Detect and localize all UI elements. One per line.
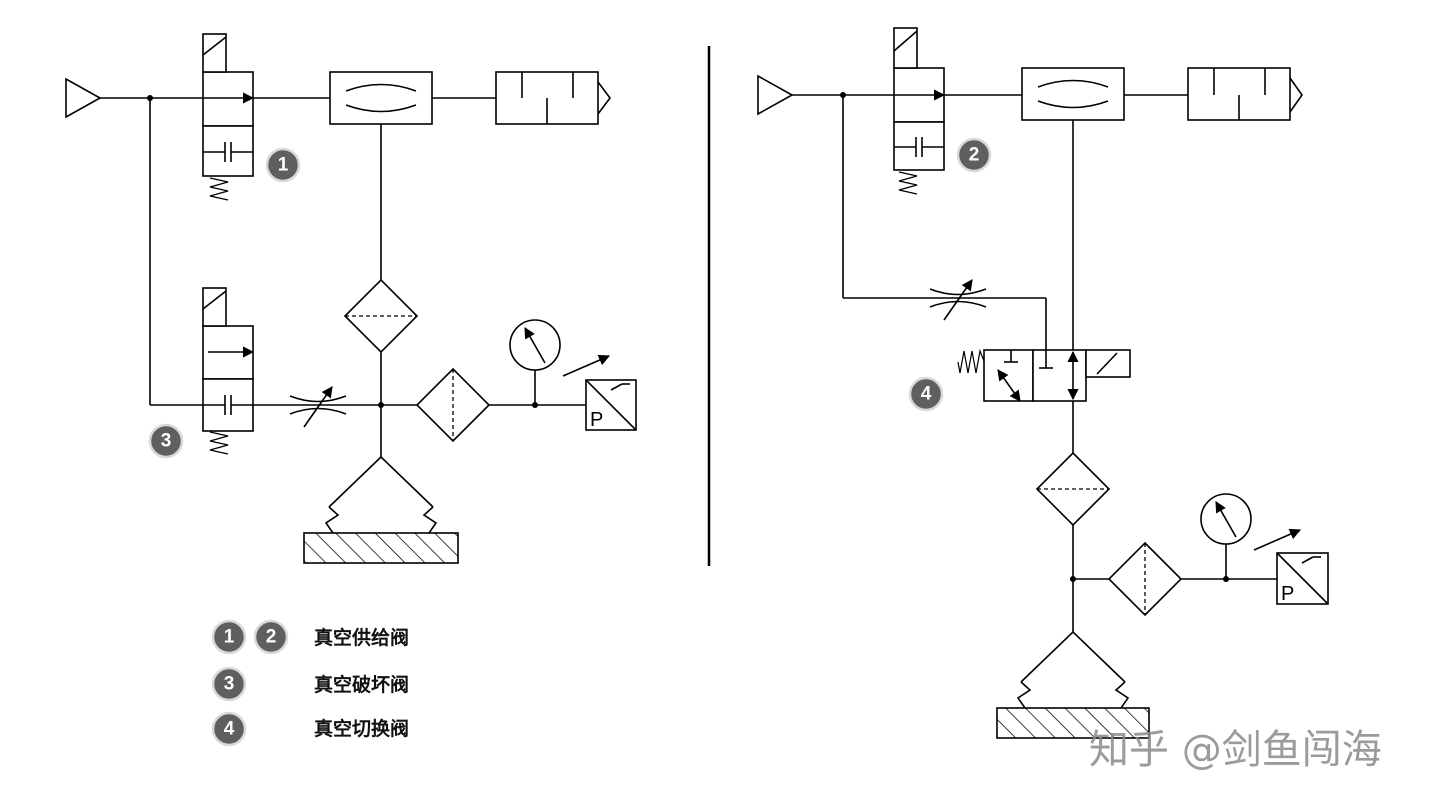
right-vacuum-source [757, 74, 794, 116]
right-vacuum-gauge [1200, 493, 1252, 545]
legend-label-switch: 真空切换阀 [314, 717, 409, 740]
left-ejector [329, 71, 433, 125]
left-filter-horizontal [415, 367, 491, 443]
right-silencer [1187, 67, 1303, 121]
left-suction-cup [324, 455, 438, 534]
legend: 1 2 真空供给阀 3 真空破坏阀 4 真空切换阀 [211, 619, 409, 747]
right-filter-horizontal [1107, 541, 1183, 617]
legend-row-supply: 1 2 真空供给阀 [211, 619, 409, 655]
svg-text:3: 3 [224, 674, 235, 695]
right-ejector [1021, 67, 1125, 121]
legend-label-supply: 真空供给阀 [314, 626, 409, 649]
right-switch-valve [957, 348, 1131, 402]
right-suction-cup [1016, 630, 1130, 709]
badge-2: 2 [956, 137, 992, 173]
svg-text:4: 4 [921, 384, 932, 405]
watermark: 知乎 @剑鱼闯海 [1089, 727, 1382, 773]
right-supply-valve [893, 27, 946, 195]
legend-row-break: 3 真空破坏阀 [211, 666, 409, 702]
badge-1: 1 [265, 147, 301, 183]
svg-text:2: 2 [266, 627, 277, 648]
left-supply-valve [202, 33, 255, 201]
left-workpiece [303, 532, 459, 564]
right-filter-vertical [1035, 451, 1111, 527]
badge-4: 4 [908, 376, 944, 412]
right-throttle [929, 279, 987, 321]
left-break-valve [202, 287, 255, 455]
svg-text:3: 3 [161, 431, 172, 452]
svg-text:1: 1 [224, 627, 235, 648]
left-silencer [495, 71, 611, 125]
left-pressure-switch-letter: P [590, 409, 603, 431]
svg-text:4: 4 [224, 719, 235, 740]
left-circuit: P [65, 33, 637, 564]
left-vacuum-gauge [509, 319, 561, 371]
right-pressure-switch: P [1253, 528, 1329, 605]
left-vacuum-source [65, 77, 102, 119]
svg-text:2: 2 [969, 145, 980, 166]
right-circuit: P [757, 27, 1329, 739]
legend-label-break: 真空破坏阀 [314, 673, 409, 696]
right-pressure-switch-letter: P [1281, 583, 1294, 605]
left-throttle [289, 386, 347, 428]
svg-text:1: 1 [278, 155, 289, 176]
left-pressure-switch: P [562, 354, 637, 431]
right-workpiece [996, 707, 1150, 739]
legend-row-switch: 4 真空切换阀 [211, 711, 409, 747]
left-filter-vertical [343, 278, 419, 354]
badge-3: 3 [148, 423, 184, 459]
